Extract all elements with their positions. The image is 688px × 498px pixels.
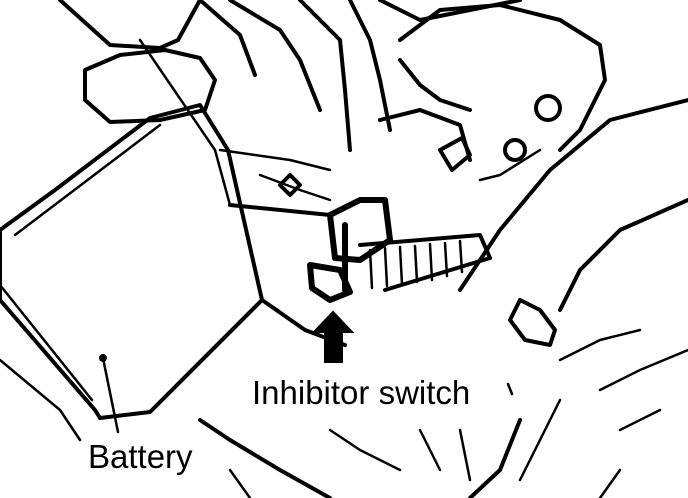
- inhibitor-switch-arrow: [311, 310, 355, 363]
- battery-leader-line: [101, 356, 120, 434]
- battery-drawing: [0, 38, 280, 420]
- hand-drawing: [58, 0, 607, 202]
- inhibitor-switch-drawing: [228, 173, 492, 303]
- transmission-housing-drawing: [418, 98, 688, 498]
- battery-label: Battery: [88, 438, 193, 475]
- label-tick-mark: [506, 382, 514, 396]
- inhibitor-switch-label: Inhibitor switch: [252, 374, 470, 411]
- battery-leader-dot: [99, 354, 107, 362]
